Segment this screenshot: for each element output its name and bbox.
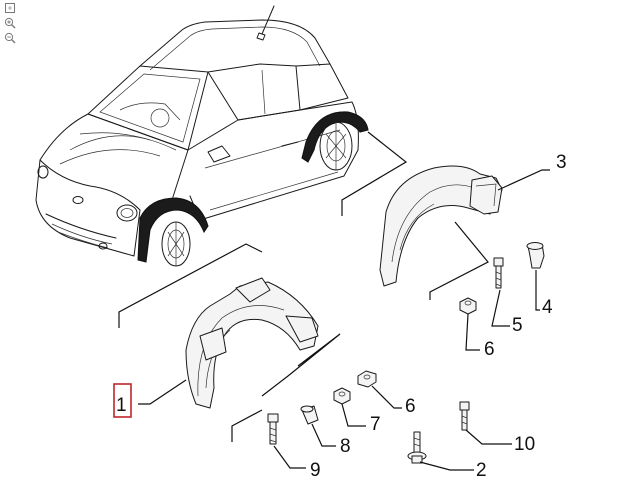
- front-wheel-arch-liner-part: [185, 277, 319, 409]
- front-group-frame-line: [261, 333, 341, 397]
- zoom-toolbar: [3, 2, 17, 47]
- callout-1-leader: [138, 379, 187, 405]
- callout-6a-leader: [465, 313, 480, 351]
- callout-9[interactable]: 9: [310, 460, 321, 481]
- callout-6b[interactable]: 6: [405, 396, 416, 417]
- front-arch-leader: [118, 243, 263, 328]
- fastener-2-bolt: [407, 431, 427, 464]
- callout-7[interactable]: 7: [370, 414, 381, 435]
- fastener-10-bolt: [459, 401, 470, 431]
- fastener-6b-nut: [357, 370, 377, 388]
- callout-10[interactable]: 10: [514, 434, 535, 455]
- callout-1[interactable]: 1: [116, 395, 127, 416]
- callout-6a[interactable]: 6: [484, 339, 495, 360]
- rear-wheel-arch-liner-part: [379, 165, 503, 287]
- callout-3[interactable]: 3: [556, 152, 567, 173]
- callout-5[interactable]: 5: [512, 315, 523, 336]
- callout-8[interactable]: 8: [340, 436, 351, 457]
- front-group-base-line: [231, 409, 263, 442]
- callout-3-leader: [497, 169, 550, 191]
- callout-2-leader: [419, 461, 474, 471]
- callout-10-leader: [465, 429, 512, 445]
- fastener-8-pin: [300, 405, 319, 425]
- car-illustration: [35, 5, 369, 267]
- rear-group-frame-line: [429, 221, 489, 300]
- callout-6b-leader: [371, 385, 402, 409]
- fastener-5-bolt: [493, 257, 504, 289]
- callout-8-leader: [311, 423, 336, 447]
- callout-7-leader: [341, 403, 366, 427]
- zoom-in-icon: [4, 17, 16, 29]
- callout-4[interactable]: 4: [542, 297, 553, 318]
- fastener-4-clip: [526, 242, 545, 269]
- fastener-6a-nut: [459, 297, 477, 315]
- rear-arch-leader: [341, 131, 408, 216]
- callout-2[interactable]: 2: [476, 460, 487, 481]
- fastener-9-bolt: [267, 413, 279, 445]
- zoom-out-icon: [4, 32, 16, 44]
- fit-page-icon: [5, 3, 15, 13]
- zoom-in-button[interactable]: [3, 17, 17, 31]
- zoom-out-button[interactable]: [3, 32, 17, 46]
- fit-page-button[interactable]: [3, 2, 17, 16]
- callout-5-leader: [491, 289, 510, 327]
- fastener-7-nut: [333, 387, 351, 405]
- callout-9-leader: [273, 445, 306, 469]
- callout-4-leader: [535, 270, 540, 311]
- callout-1-highlight-box: [113, 383, 132, 418]
